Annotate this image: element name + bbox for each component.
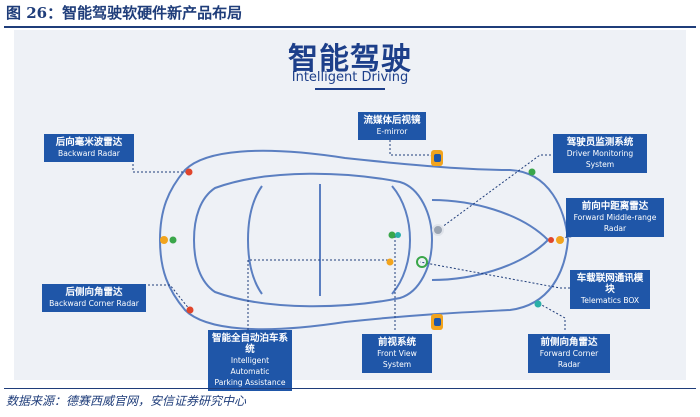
sensor-dms-camera bbox=[432, 224, 444, 236]
label-forward-radar: 前向中距离雷达 Forward Middle-range Radar bbox=[566, 198, 664, 237]
label-parking: 智能全自动泊车系统 Intelligent Automatic Parking … bbox=[208, 330, 292, 391]
label-backward-corner-radar-cn: 后侧向角雷达 bbox=[65, 287, 123, 298]
label-parking-en2: Parking Assistance bbox=[214, 378, 286, 387]
car-hood-line bbox=[431, 199, 550, 281]
heading-title-en: Intelligent Driving bbox=[291, 70, 409, 85]
source-divider bbox=[4, 388, 696, 389]
label-parking-en1: Intelligent Automatic bbox=[230, 356, 270, 376]
label-front-view: 前视系统 Front View System bbox=[362, 334, 432, 373]
sensor-markers bbox=[160, 150, 564, 330]
label-backward-radar: 后向毫米波雷达 Backward Radar bbox=[44, 134, 134, 162]
label-backward-corner-radar: 后侧向角雷达 Backward Corner Radar bbox=[42, 284, 146, 312]
heading-title-cn: 智能驾驶 bbox=[288, 42, 412, 77]
car-cabin-outline bbox=[192, 172, 434, 308]
label-dms-cn: 驾驶员监测系统 bbox=[566, 137, 634, 148]
sensor-backward-corner-radar bbox=[186, 306, 194, 314]
label-telematics-en: Telematics BOX bbox=[580, 296, 640, 305]
leader-parking bbox=[247, 259, 390, 330]
leader-telematics bbox=[419, 261, 570, 289]
car-body-outline bbox=[158, 149, 570, 331]
sensor-forward-corner-radar bbox=[534, 300, 542, 308]
sensor-mirror-bottom-face bbox=[434, 318, 441, 326]
label-dms: 驾驶员监测系统 Driver Monitoring System bbox=[553, 134, 647, 173]
label-forward-radar-cn: 前向中距离雷达 bbox=[581, 201, 649, 212]
label-telematics-cn: 车载联网通讯模块 bbox=[576, 273, 644, 295]
leader-dms bbox=[437, 154, 555, 231]
sensor-mirror-top-face bbox=[434, 154, 441, 162]
label-front-view-cn: 前视系统 bbox=[377, 337, 416, 348]
leader-emirror bbox=[389, 140, 439, 161]
car-rear-window bbox=[246, 185, 263, 295]
label-forward-radar-en: Forward Middle-range Radar bbox=[573, 213, 657, 233]
label-emirror-en: E-mirror bbox=[376, 127, 408, 136]
figure-title: 图 26：智能驾驶软硬件新产品布局 bbox=[6, 4, 243, 22]
sensor-forward-radar bbox=[556, 236, 564, 244]
label-emirror: 流媒体后视镜 E-mirror bbox=[358, 112, 426, 140]
sensor-telematics bbox=[416, 256, 428, 268]
leader-backward-radar bbox=[132, 160, 190, 173]
label-backward-radar-en: Backward Radar bbox=[58, 149, 120, 158]
sensor-rear-green bbox=[169, 236, 177, 244]
label-forward-corner-radar-en: Forward Corner Radar bbox=[539, 349, 599, 369]
sensor-backward-radar bbox=[185, 168, 193, 176]
sensor-front-view-teal bbox=[395, 232, 401, 238]
label-backward-corner-radar-en: Backward Corner Radar bbox=[49, 299, 139, 308]
title-divider bbox=[4, 26, 696, 28]
sensor-parking bbox=[386, 258, 394, 266]
sensor-front-red bbox=[548, 237, 554, 243]
label-forward-corner-radar-cn: 前侧向角雷达 bbox=[540, 337, 598, 348]
label-emirror-cn: 流媒体后视镜 bbox=[363, 115, 421, 126]
label-dms-en: Driver Monitoring System bbox=[566, 149, 634, 169]
figure-source: 数据来源：德赛西威官网，安信证券研究中心 bbox=[6, 394, 247, 408]
label-parking-cn: 智能全自动泊车系统 bbox=[212, 333, 289, 355]
sensor-front-view bbox=[388, 231, 396, 239]
leader-forward-corner-radar bbox=[539, 303, 566, 330]
sensor-rear-orange bbox=[160, 236, 168, 244]
label-backward-radar-cn: 后向毫米波雷达 bbox=[55, 137, 123, 148]
label-forward-corner-radar: 前侧向角雷达 Forward Corner Radar bbox=[528, 334, 610, 373]
label-telematics: 车载联网通讯模块 Telematics BOX bbox=[570, 270, 650, 309]
label-front-view-en: Front View System bbox=[377, 349, 417, 369]
sensor-dms bbox=[528, 168, 536, 176]
heading-underline bbox=[315, 88, 385, 90]
car-windshield bbox=[391, 185, 412, 295]
